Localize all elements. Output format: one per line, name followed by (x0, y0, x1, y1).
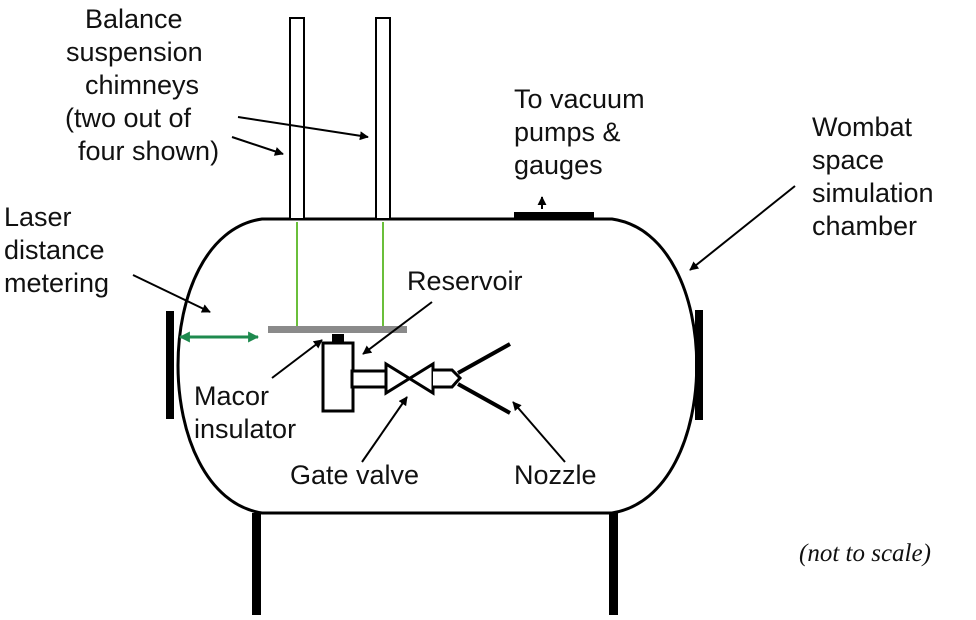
chimney-callout-arrow-right (237, 116, 369, 141)
nozzle-lower-wall (457, 382, 511, 415)
laser-metering-label: Laser distance metering (4, 202, 109, 298)
nozzle-callout-arrow (512, 401, 566, 463)
pumps-label-line-2: pumps & (514, 117, 621, 147)
pumps-label-line-3: gauges (514, 150, 603, 180)
chimney-left (289, 17, 305, 220)
laser-label-line-1: Laser (4, 202, 72, 232)
gate-valve (384, 361, 435, 396)
not-to-scale-note: (not to scale) (799, 540, 931, 567)
right-leg (609, 513, 618, 615)
balance-label-line-3: chimneys (85, 70, 199, 100)
chamber-label-line-1: Wombat (812, 112, 913, 142)
balance-chimneys-label: Balance suspension chimneys (two out of … (65, 4, 219, 166)
reservoir-label: Reservoir (407, 266, 523, 296)
vacuum-port (514, 212, 594, 220)
gate-valve-label: Gate valve (290, 460, 419, 490)
balance-plate (268, 326, 407, 333)
vacuum-pumps-label: To vacuum pumps & gauges (514, 84, 645, 180)
chamber-label: Wombat space simulation chamber (812, 112, 934, 241)
chamber-label-line-4: chamber (812, 211, 917, 241)
right-window-flange (695, 310, 703, 420)
nozzle-label: Nozzle (514, 460, 597, 490)
balance-label-line-2: suspension (66, 37, 203, 67)
chimney-callout-arrow-left (231, 136, 284, 156)
laser-label-line-3: metering (4, 268, 109, 298)
chamber-label-line-3: simulation (812, 178, 934, 208)
chamber-callout-arrow (689, 185, 796, 271)
nozzle-upper-wall (457, 342, 511, 375)
chamber-label-line-2: space (812, 145, 884, 175)
macor-callout-arrow (271, 339, 323, 379)
macor-insulator (332, 334, 344, 342)
reservoir (321, 341, 355, 413)
balance-label-line-5: four shown) (78, 136, 219, 166)
laser-label-line-2: distance (4, 235, 105, 265)
reservoir-callout-arrow (362, 301, 433, 355)
nozzle-coupling (433, 368, 463, 389)
macor-label-line-2: insulator (194, 414, 296, 444)
macor-label-line-1: Macor (194, 381, 269, 411)
balance-label-line-1: Balance (85, 4, 183, 34)
chamber-body (176, 217, 699, 515)
left-leg (252, 513, 261, 615)
pumps-label-line-1: To vacuum (514, 84, 645, 114)
left-window-flange (166, 311, 174, 419)
balance-label-line-4: (two out of (65, 103, 192, 133)
gate-valve-callout-arrow (361, 396, 408, 463)
macor-insulator-label: Macor insulator (194, 381, 296, 444)
laser-callout-arrow (132, 274, 211, 313)
pipe (350, 369, 388, 389)
chimney-right (375, 17, 391, 220)
